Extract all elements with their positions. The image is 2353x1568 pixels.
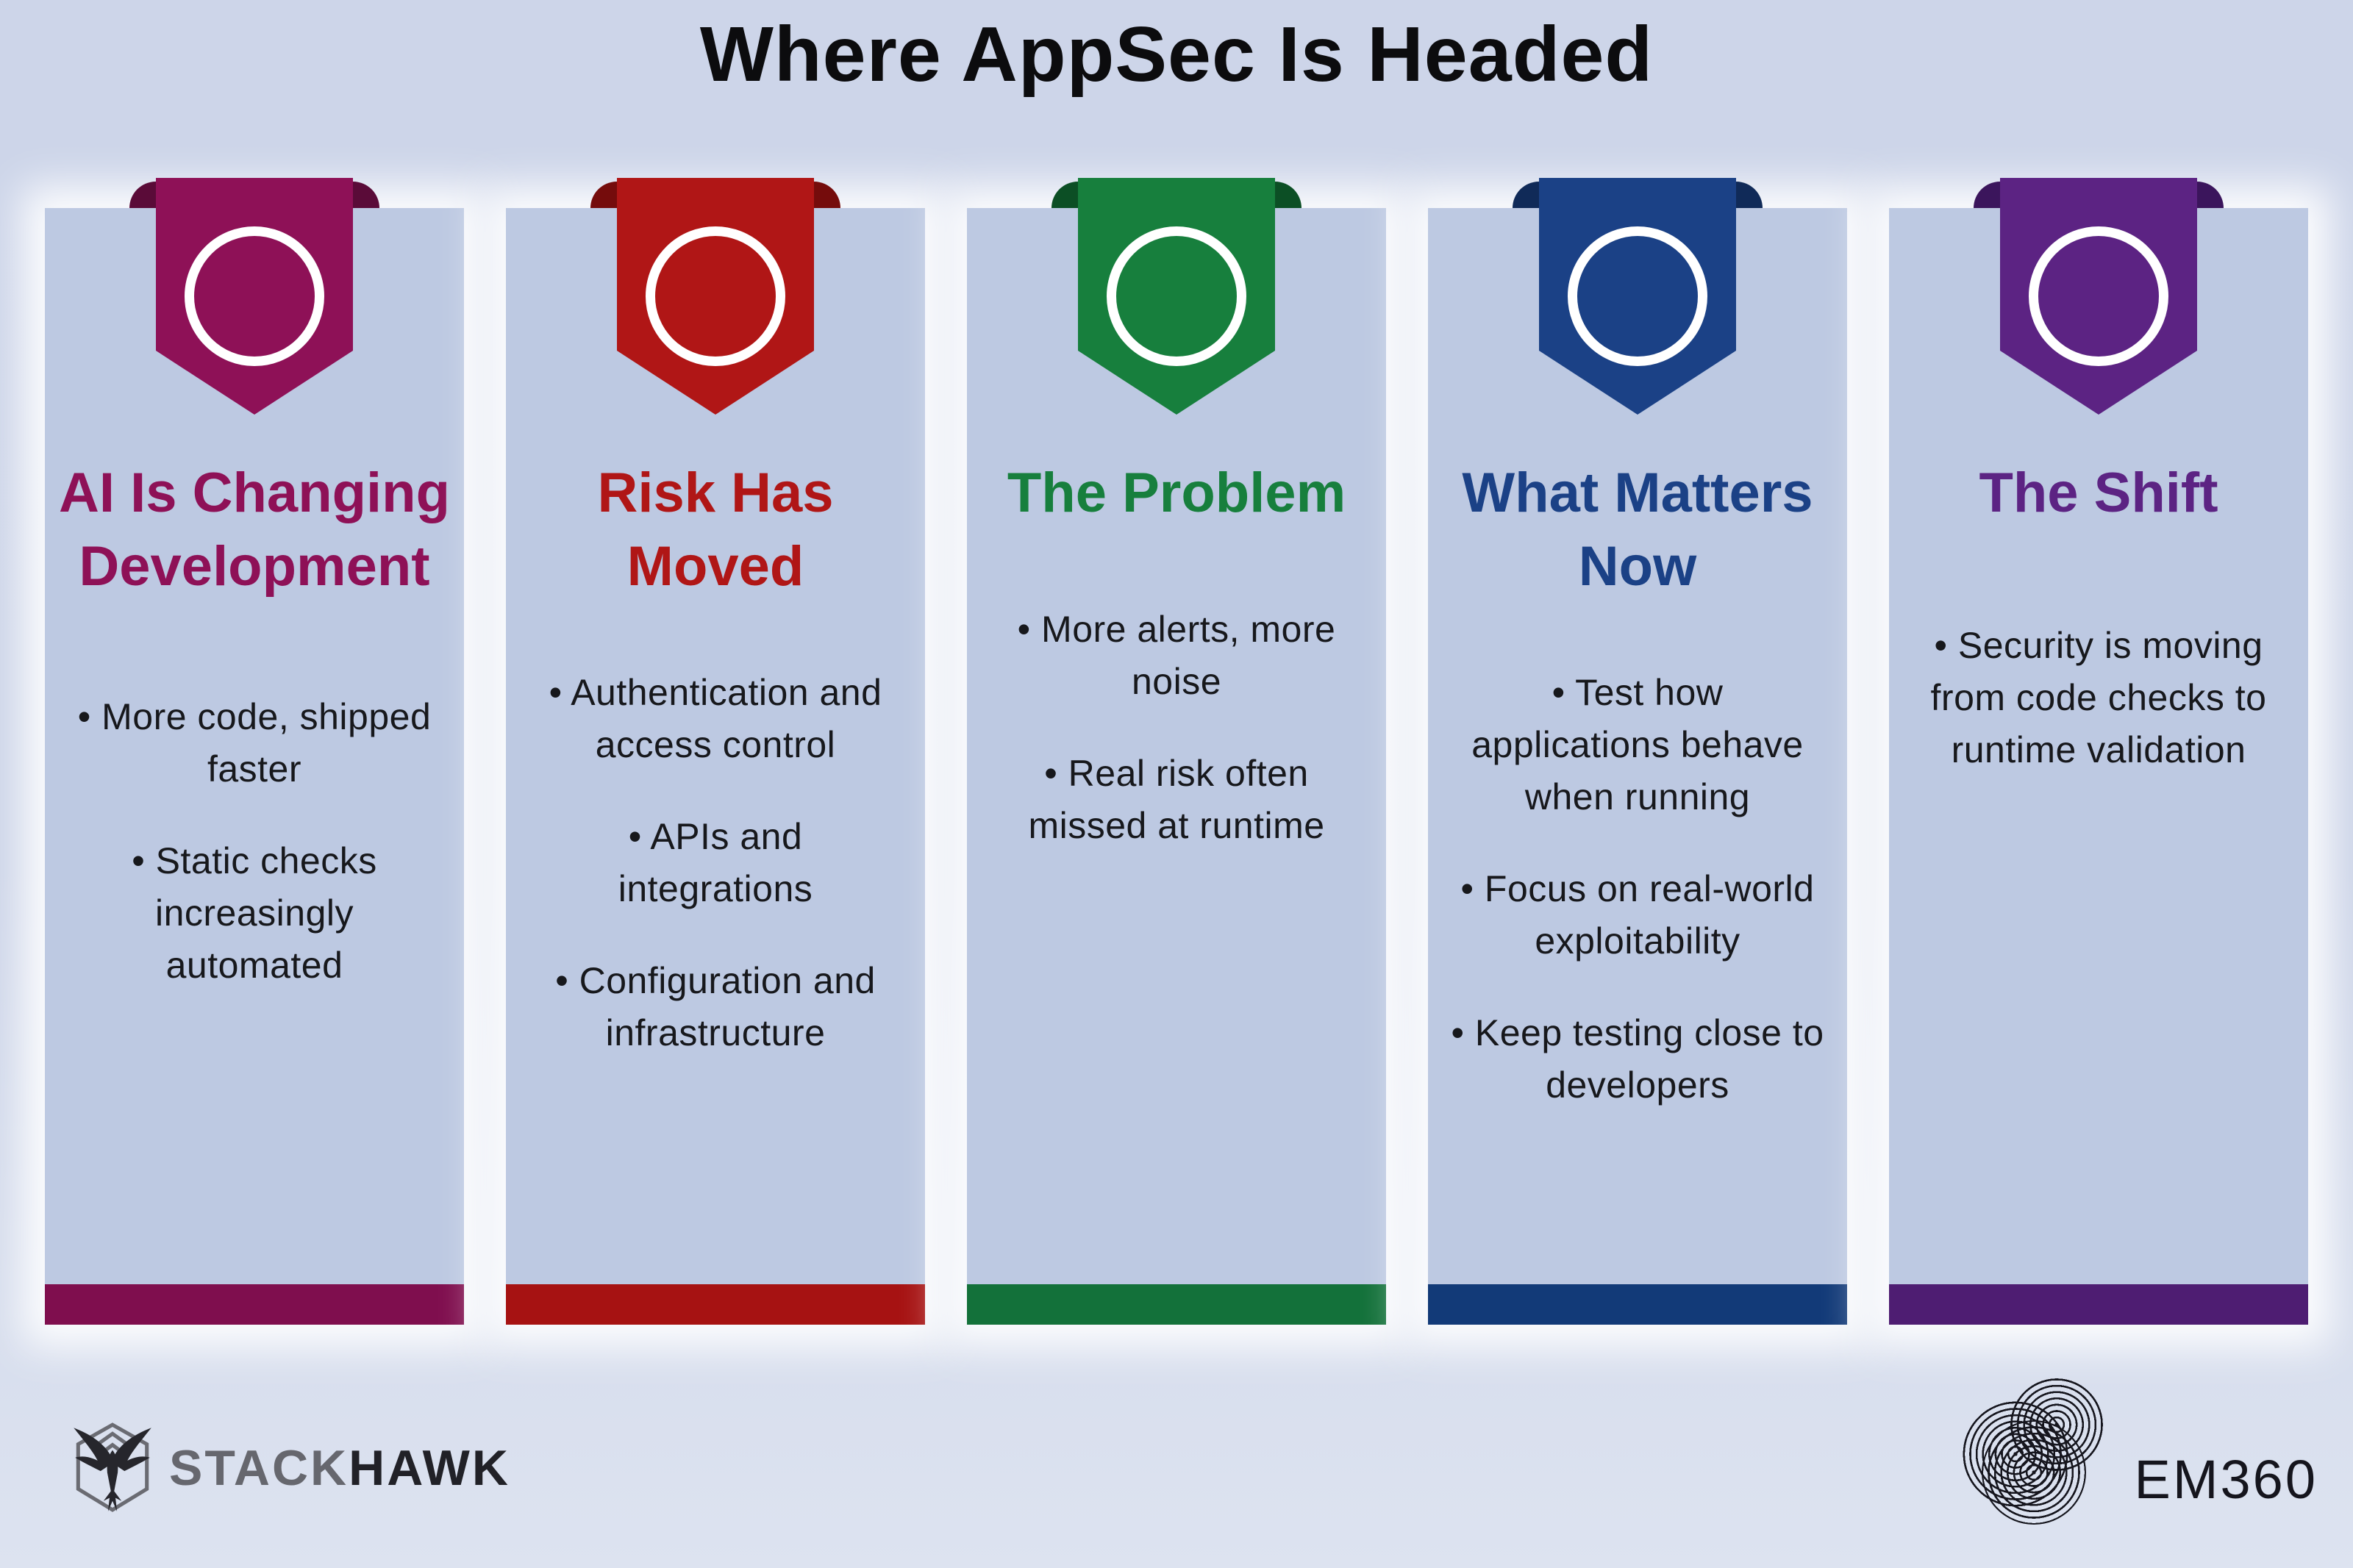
card-bottom-bar [1889,1284,2308,1325]
stackhawk-hawk-text: HAWK [349,1439,510,1496]
card-bottom-bar [967,1284,1386,1325]
card-content: The Shift • Security is moving from code… [1889,208,2308,776]
bullet-item: • More alerts, more noise [1017,609,1336,703]
bullet-item: • Security is moving from code checks to… [1930,625,2267,771]
circle-ring-icon [2029,226,2168,366]
bullet-item: • Test how applications behave when runn… [1471,671,1804,817]
card-the-shift: The Shift • Security is moving from code… [1889,178,2308,1325]
bullet-item: • Static checks increasingly automated [132,840,377,986]
concentric-rings-logo-icon [1959,1376,2130,1527]
bullet-item: • More code, shipped faster [77,695,432,790]
card-the-problem: The Problem • More alerts, more noise • … [967,178,1386,1325]
bullet-item: • Keep testing close to developers [1451,1012,1824,1106]
cards-row: AI Is Changing Development • More code, … [0,178,2353,1325]
card-heading: The Problem [1007,462,1346,524]
card-content: AI Is Changing Development • More code, … [45,208,464,992]
card-bottom-bar [45,1284,464,1325]
card-heading: Risk Has Moved [597,462,834,598]
circle-ring-icon [185,226,324,366]
stackhawk-logo: STACKHAWK [68,1417,510,1518]
card-content: What Matters Now • Test how applications… [1428,208,1847,1111]
em360-logo: EM360 [1959,1376,2318,1527]
ribbon-banner [1051,178,1302,415]
ribbon-banner [129,178,379,415]
card-heading: AI Is Changing Development [59,462,450,598]
card-content: Risk Has Moved • Authentication and acce… [506,208,925,1059]
card-bullets: • More alerts, more noise • Real risk of… [980,604,1373,852]
stackhawk-wordmark: STACKHAWK [169,1439,510,1497]
card-bullets: • Security is moving from code checks to… [1902,620,2295,776]
bullet-item: • Real risk often missed at runtime [1028,753,1325,847]
bullet-item: • Authentication and access control [549,671,882,765]
ribbon-banner [590,178,840,415]
card-bullets: • Test how applications behave when runn… [1441,667,1834,1111]
rings-disc [1981,1420,2086,1525]
em360-wordmark: EM360 [2134,1449,2318,1510]
card-what-matters-now: What Matters Now • Test how applications… [1428,178,1847,1325]
card-heading: What Matters Now [1462,462,1813,598]
card-risk-has-moved: Risk Has Moved • Authentication and acce… [506,178,925,1325]
card-bullets: • Authentication and access control • AP… [519,667,912,1059]
circle-ring-icon [1107,226,1246,366]
card-content: The Problem • More alerts, more noise • … [967,208,1386,852]
card-bottom-bar [506,1284,925,1325]
card-bullets: • More code, shipped faster • Static che… [58,691,451,992]
circle-ring-icon [1568,226,1707,366]
circle-ring-icon [646,226,785,366]
card-heading: The Shift [1979,462,2218,524]
ribbon-banner [1974,178,2224,415]
bullet-item: • Configuration and infrastructure [555,959,876,1053]
ribbon-banner [1513,178,1763,415]
page-title: Where AppSec Is Headed [699,11,1654,98]
card-ai-changing-development: AI Is Changing Development • More code, … [45,178,464,1325]
bullet-item: • Focus on real-world exploitability [1460,867,1815,962]
stackhawk-stack-text: STACK [169,1439,349,1496]
hawk-hexagon-logo-icon [68,1417,157,1518]
card-bottom-bar [1428,1284,1847,1325]
bullet-item: • APIs and integrations [618,815,813,909]
